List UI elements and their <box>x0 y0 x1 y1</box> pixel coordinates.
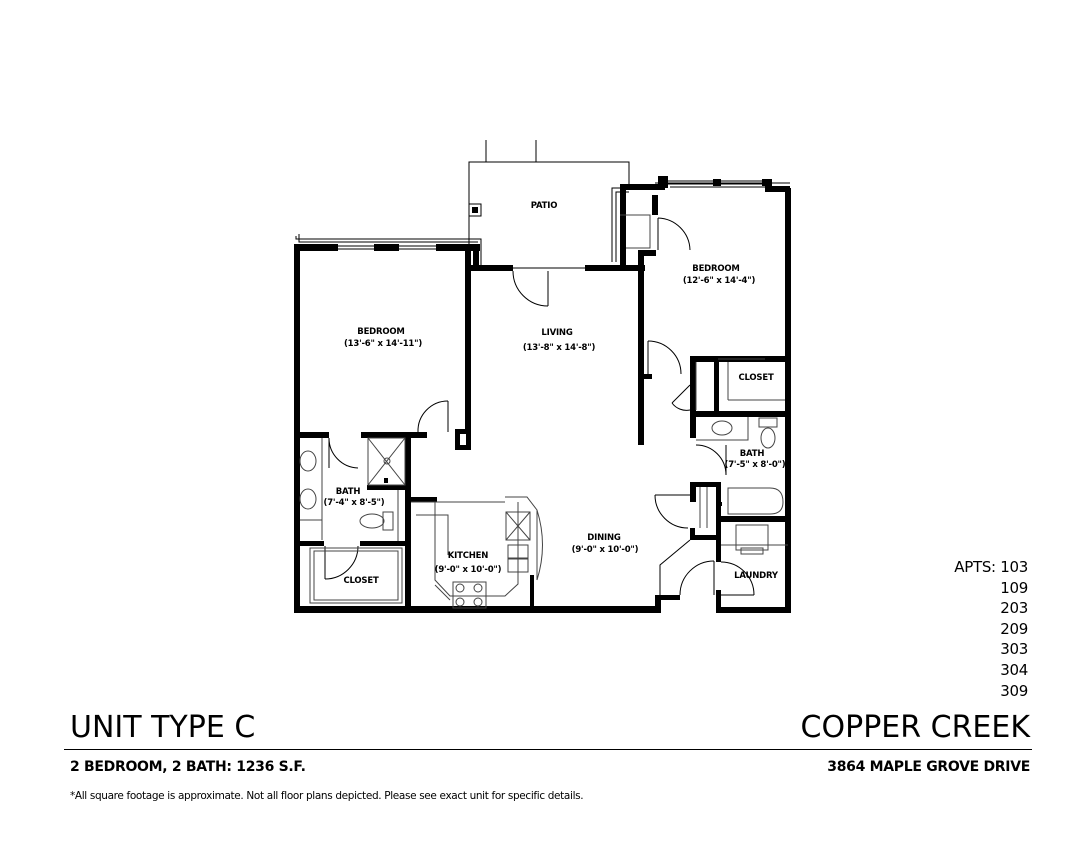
room-dims-bedroom-2: (12'-6" x 14'-4") <box>683 276 756 286</box>
room-name-bedroom-2: BEDROOM <box>692 264 739 274</box>
room-dims-kitchen: (9'-0" x 10'-0") <box>435 565 502 575</box>
apartment-number: 109 <box>1000 578 1028 597</box>
room-name-dining: DINING <box>587 533 621 543</box>
apartment-list: APTS: 103 109 203 209 303 304 309 <box>954 557 1028 701</box>
patio-area <box>468 140 630 262</box>
walls <box>294 176 791 613</box>
property-address: 3864 MAPLE GROVE DRIVE <box>827 759 1030 775</box>
property-name: COPPER CREEK <box>800 710 1030 745</box>
room-name-living: LIVING <box>541 328 572 338</box>
tub-faucet <box>718 502 722 506</box>
apartment-number: 304 <box>1000 660 1028 679</box>
shower-drain <box>384 478 388 483</box>
apartment-number: 103 <box>1000 558 1028 576</box>
room-name-bath-2: BATH <box>740 449 765 459</box>
unit-type-title: UNIT TYPE C <box>70 710 256 745</box>
room-name-kitchen: KITCHEN <box>448 551 489 561</box>
exterior-trim <box>295 182 790 265</box>
apartment-number: 203 <box>1000 599 1028 618</box>
room-dims-bedroom-1: (13'-6" x 14'-11") <box>344 339 422 349</box>
windows <box>338 180 762 269</box>
patio-post <box>472 207 478 213</box>
apartment-number: 209 <box>1000 619 1028 638</box>
room-dims-bath-2: (7'-5" x 8'-0") <box>725 460 786 470</box>
apartment-row: APTS: 103 <box>954 557 1028 578</box>
room-dims-dining: (9'-0" x 10'-0") <box>572 545 639 555</box>
fixtures <box>299 214 788 609</box>
doors <box>324 217 755 596</box>
room-name-bath-1: BATH <box>336 487 361 497</box>
room-name-closet-2: CLOSET <box>738 373 774 383</box>
apartment-number: 309 <box>1000 681 1028 700</box>
apartment-number: 303 <box>1000 640 1028 659</box>
room-name-closet-1: CLOSET <box>343 576 379 586</box>
footer-divider <box>64 749 1032 750</box>
room-dims-living: (13'-8" x 14'-8") <box>523 343 596 353</box>
room-name-bedroom-1: BEDROOM <box>357 327 404 337</box>
unit-summary: 2 BEDROOM, 2 BATH: 1236 S.F. <box>70 759 306 775</box>
disclaimer-note: *All square footage is approximate. Not … <box>70 790 584 802</box>
room-dims-bath-1: (7'-4" x 8'-5") <box>324 498 385 508</box>
room-labels: PATIO BEDROOM (12'-6" x 14'-4") BEDROOM … <box>324 201 786 586</box>
apartments-label: APTS: <box>954 558 1001 576</box>
room-name-laundry: LAUNDRY <box>734 571 779 581</box>
room-name-patio: PATIO <box>531 201 558 211</box>
